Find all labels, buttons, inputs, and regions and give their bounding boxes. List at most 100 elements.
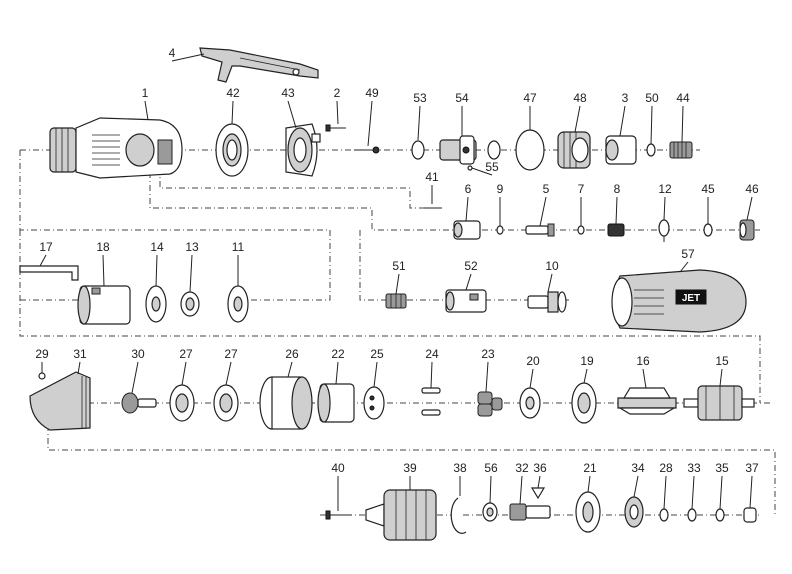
part-48-regulator xyxy=(557,131,591,169)
part-label-10: 10 xyxy=(545,259,559,273)
part-1-motor-housing xyxy=(49,117,183,179)
part-57-handle-grip xyxy=(611,269,747,333)
leader-line-20 xyxy=(529,368,534,389)
part-label-40: 40 xyxy=(331,461,345,475)
leader-line-34 xyxy=(633,475,639,498)
leader-line-4 xyxy=(171,53,205,62)
part-39-drill-chuck xyxy=(365,489,437,541)
part-label-32: 32 xyxy=(515,461,529,475)
leader-line-2 xyxy=(336,100,339,125)
part-22-ring-gear xyxy=(317,383,355,423)
leader-line-50 xyxy=(650,105,653,145)
part-label-45: 45 xyxy=(701,182,715,196)
part-label-52: 52 xyxy=(464,259,478,273)
leader-line-23 xyxy=(485,361,489,393)
part-label-38: 38 xyxy=(453,461,467,475)
part-label-53: 53 xyxy=(413,91,427,105)
part-56-washer xyxy=(482,502,498,522)
part-6-bushing xyxy=(453,220,481,240)
leader-line-31 xyxy=(77,361,81,375)
part-label-27b: 27 xyxy=(224,347,238,361)
part-label-22: 22 xyxy=(331,347,345,361)
part-label-34: 34 xyxy=(631,461,645,475)
part-label-19: 19 xyxy=(580,354,594,368)
part-53-o-ring-right xyxy=(487,140,501,160)
part-28-washer xyxy=(659,508,669,522)
part-label-25: 25 xyxy=(370,347,384,361)
leader-line-19 xyxy=(583,368,588,384)
leader-line-25 xyxy=(373,361,378,388)
part-label-24: 24 xyxy=(425,347,439,361)
leader-line-33 xyxy=(691,475,695,510)
part-24-pins xyxy=(421,387,441,416)
part-20-bearing xyxy=(519,387,541,419)
part-label-12: 12 xyxy=(658,182,672,196)
part-55-ball xyxy=(467,165,473,171)
part-label-23: 23 xyxy=(481,347,495,361)
part-label-39: 39 xyxy=(403,461,417,475)
part-label-29: 29 xyxy=(35,347,49,361)
leader-line-8 xyxy=(615,196,618,225)
part-17-key xyxy=(19,265,79,281)
leader-line-15 xyxy=(719,368,723,387)
part-label-55: 55 xyxy=(485,160,499,174)
part-label-20: 20 xyxy=(526,354,540,368)
leader-line-53 xyxy=(417,105,421,141)
part-42-gasket xyxy=(215,123,249,177)
part-4-throttle-lever xyxy=(199,47,319,83)
part-label-8: 8 xyxy=(614,182,621,196)
part-label-9: 9 xyxy=(497,182,504,196)
part-label-27: 27 xyxy=(179,347,193,361)
leader-line-26 xyxy=(287,361,293,378)
part-label-36: 36 xyxy=(533,461,547,475)
part-45-washer xyxy=(703,223,713,237)
part-35-clip xyxy=(715,508,725,522)
part-40-chuck-screw xyxy=(325,510,352,520)
leader-line-28 xyxy=(663,475,667,510)
part-label-1: 1 xyxy=(142,86,149,100)
part-label-51: 51 xyxy=(392,259,406,273)
leader-line-14 xyxy=(155,254,158,287)
part-46-nut xyxy=(739,219,755,241)
part-label-56: 56 xyxy=(484,461,498,475)
part-5-valve-pin xyxy=(525,223,555,237)
leader-line-16 xyxy=(642,368,647,389)
part-8-spring xyxy=(607,223,625,237)
part-label-48: 48 xyxy=(573,91,587,105)
part-label-31: 31 xyxy=(73,347,87,361)
leader-line-13 xyxy=(189,254,193,293)
leader-line-48 xyxy=(574,105,581,133)
part-2-pin xyxy=(325,124,346,132)
part-label-33: 33 xyxy=(687,461,701,475)
part-label-13: 13 xyxy=(185,240,199,254)
part-52-sleeve xyxy=(445,289,487,313)
leader-line-22 xyxy=(335,361,339,385)
leader-line-12 xyxy=(663,196,666,221)
part-54-air-tube xyxy=(439,135,477,165)
leader-line-49 xyxy=(367,100,373,147)
part-44-air-inlet xyxy=(669,141,693,159)
part-27-bearing-left xyxy=(169,384,195,422)
leader-line-43 xyxy=(287,100,297,129)
part-label-17: 17 xyxy=(39,240,53,254)
part-label-43: 43 xyxy=(281,86,295,100)
part-21-bearing xyxy=(575,491,601,533)
part-label-4: 4 xyxy=(169,46,176,60)
part-label-30: 30 xyxy=(131,347,145,361)
leader-line-52 xyxy=(465,273,472,291)
leader-line-57 xyxy=(679,261,689,273)
leader-line-10 xyxy=(547,273,553,293)
part-label-21: 21 xyxy=(583,461,597,475)
leader-line-37 xyxy=(749,475,753,509)
leader-line-3 xyxy=(619,105,626,137)
leader-line-21 xyxy=(587,475,591,493)
part-10-valve xyxy=(527,291,567,313)
part-label-49: 49 xyxy=(365,86,379,100)
part-label-42: 42 xyxy=(226,86,240,100)
leader-line-27 xyxy=(181,361,187,386)
part-38-retaining-ring xyxy=(450,497,467,534)
part-label-54: 54 xyxy=(455,91,469,105)
